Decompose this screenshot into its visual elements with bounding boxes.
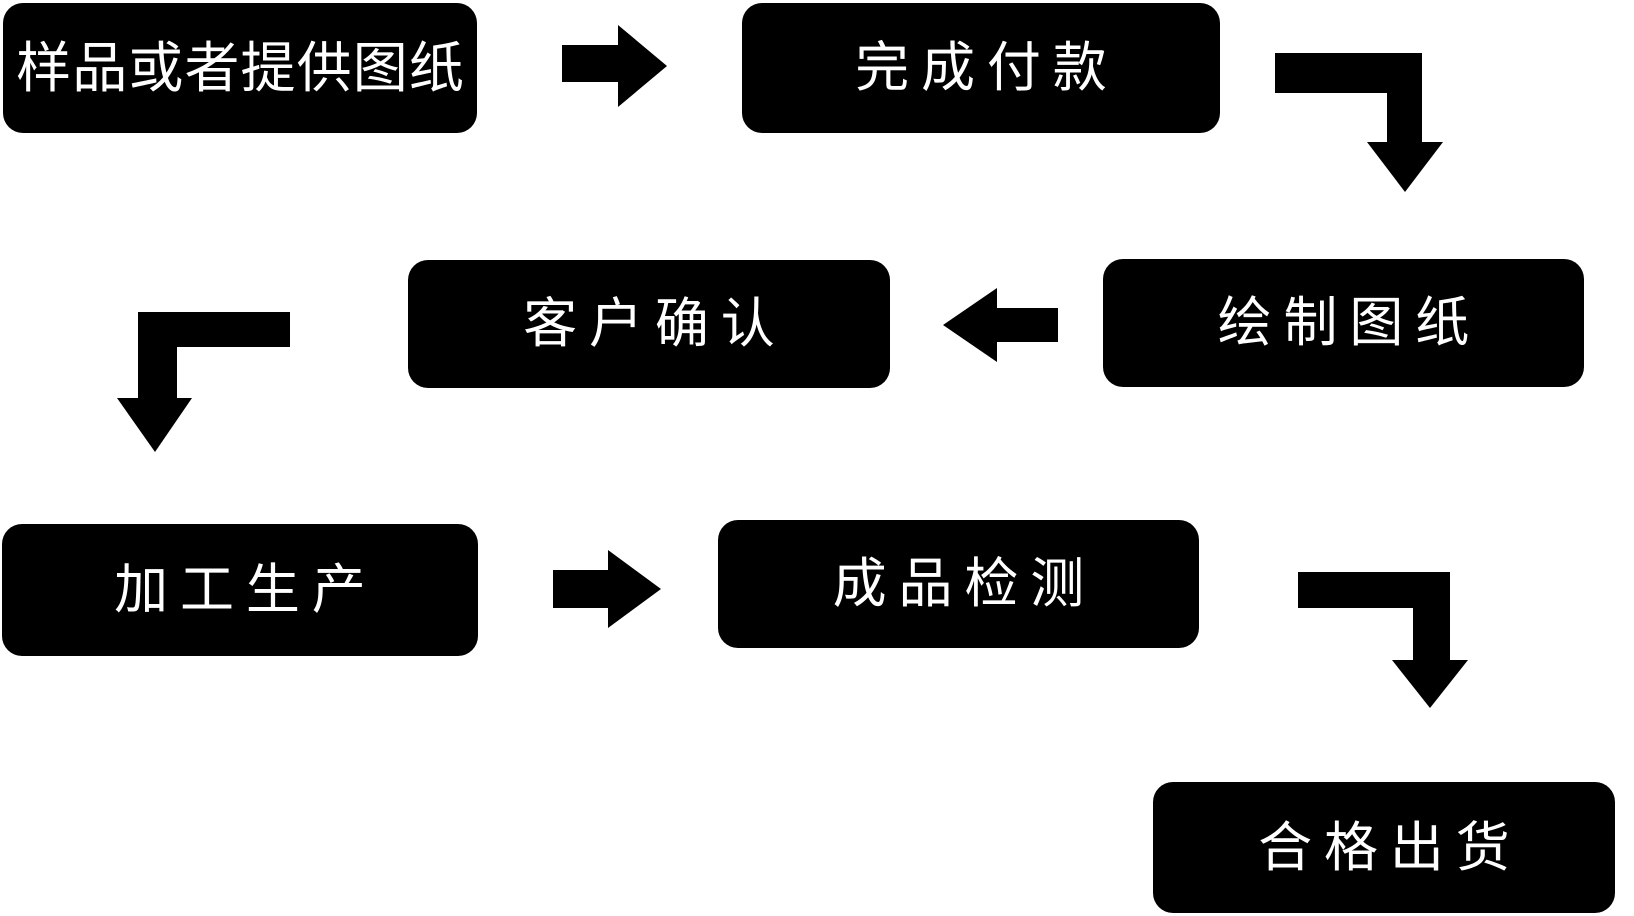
flow-node-product-inspection: 成品检测 — [718, 520, 1199, 648]
flow-node-label: 客户确认 — [523, 292, 787, 355]
flow-node-customer-confirmation: 客户确认 — [408, 260, 890, 388]
arrow-sample-to-payment-icon — [562, 25, 667, 107]
arrow-production-to-inspection-icon — [553, 550, 661, 628]
flow-node-draw-drawings: 绘制图纸 — [1103, 259, 1584, 387]
flow-node-label: 合格出货 — [1258, 815, 1522, 879]
flow-node-label: 成品检测 — [832, 552, 1097, 615]
flow-node-label: 绘制图纸 — [1217, 291, 1482, 354]
flow-node-complete-payment: 完成付款 — [742, 3, 1220, 133]
arrow-confirmation-to-production-elbow-icon — [117, 312, 290, 452]
flow-node-processing-production: 加工生产 — [2, 524, 478, 656]
arrow-inspection-to-shipment-elbow-icon — [1298, 572, 1468, 708]
flow-node-qualified-shipment: 合格出货 — [1153, 782, 1615, 913]
arrow-drawing-to-confirmation-icon — [943, 288, 1058, 362]
arrow-payment-to-drawing-elbow-icon — [1275, 53, 1443, 192]
flow-node-label: 样品或者提供图纸 — [16, 35, 465, 100]
flow-node-label: 加工生产 — [114, 558, 378, 621]
flow-node-label: 完成付款 — [855, 36, 1119, 99]
flow-node-sample-or-drawings: 样品或者提供图纸 — [3, 3, 477, 133]
